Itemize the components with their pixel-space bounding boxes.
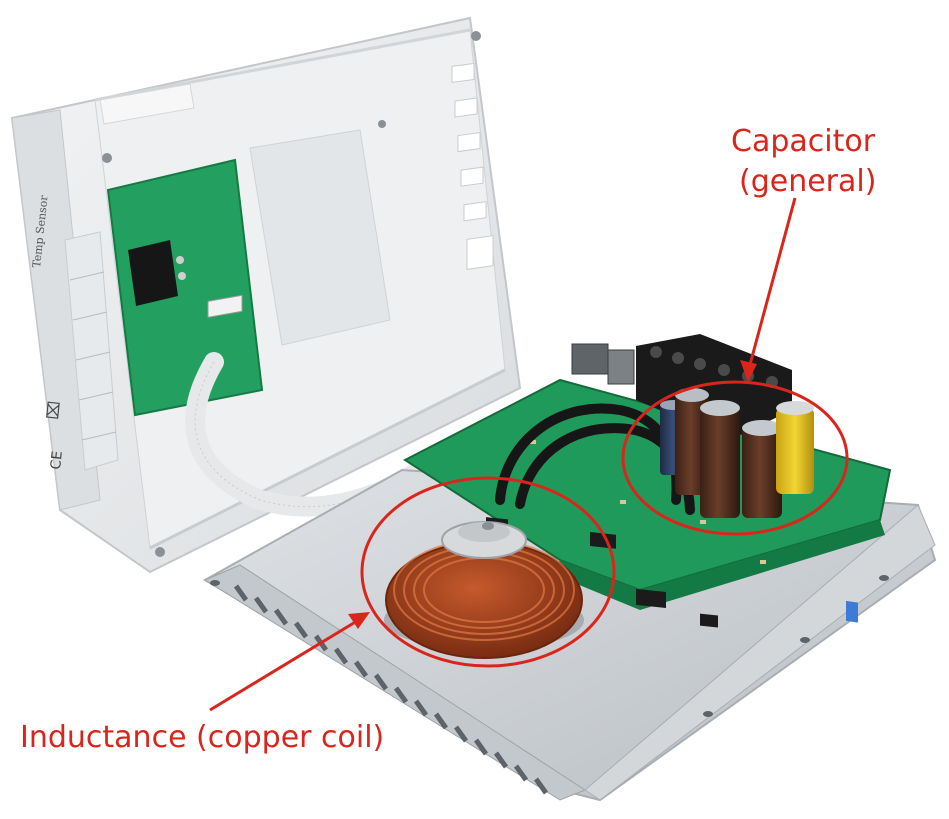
capacitor-label-line2: (general) [739, 164, 877, 199]
capacitor-label-line1: Capacitor [731, 124, 876, 159]
capacitor-yellow [776, 401, 814, 494]
capacitor-brown-2 [700, 400, 740, 518]
capacitor-brown-3 [742, 420, 782, 518]
inductance-pointer-line [209, 616, 363, 712]
svg-text:CE: CE [48, 450, 66, 470]
inductance-pointer-arrow [348, 612, 370, 629]
capacitor-pointer-arrow [740, 360, 757, 382]
enclosure-lid: ⌧ CE [10, 16, 522, 574]
svg-text:⌧: ⌧ [43, 400, 64, 420]
capacitor-highlight-ellipse [621, 380, 849, 536]
capacitor-pointer-line [746, 197, 797, 373]
inductance-label: Inductance (copper coil) [20, 720, 385, 755]
display-pcb [106, 158, 264, 417]
copper-coil [384, 521, 584, 659]
inductance-highlight-ellipse [360, 476, 616, 668]
capacitors [660, 388, 814, 518]
